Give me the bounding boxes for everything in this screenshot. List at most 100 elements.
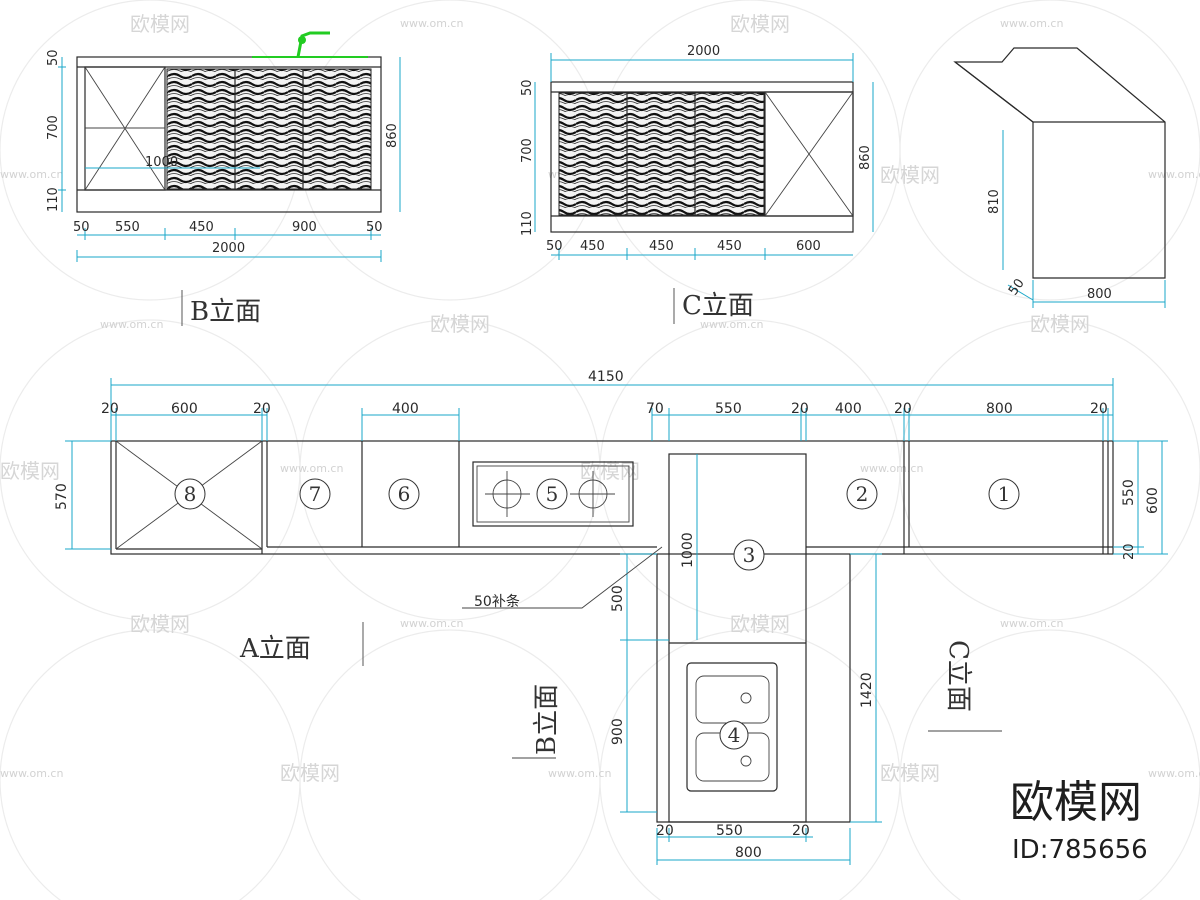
dim-label: 450 [649,239,674,254]
dim-label: 2000 [212,241,245,256]
elevation-b-open-cabinet [84,66,166,191]
watermark-url: www.om.cn [400,17,463,30]
top-run-outline [110,440,1114,555]
elevation-c-door-panels [558,92,765,216]
dim-label: 20 [791,401,809,417]
watermark-brand: 欧模网 [430,312,490,336]
brand-id: ID:785656 [1012,835,1148,865]
dim-label: 810 [987,189,1002,214]
dim-label: 50 [520,79,535,96]
dim-label: 860 [385,123,400,148]
dim-label: 70 [646,401,664,417]
cooktop [472,461,634,527]
dim-label: 800 [735,845,762,861]
watermark-brand: 欧模网 [880,761,940,785]
watermark-url: www.om.cn [548,767,611,780]
dim-label: 450 [717,239,742,254]
dim-label: 570 [54,483,70,510]
dim-label: 550 [115,220,140,235]
dim-label: 20 [1122,543,1137,560]
dim-label: 860 [858,145,873,170]
side-view: 810 800 50 [953,47,1166,308]
dim-label: 600 [796,239,821,254]
watermark-brand: 欧模网 [0,459,60,483]
dim-label: 50 [46,49,61,66]
watermark-brand: 欧模网 [130,12,190,36]
burner-icon [485,471,530,517]
dim-label: 2000 [687,44,720,59]
dim-label: 450 [189,220,214,235]
watermark-url: www.om.cn [0,168,63,181]
watermark-brand: 欧模网 [730,612,790,636]
dim-label: 110 [520,211,535,236]
watermark-url: www.om.cn [860,462,923,475]
cabinet-number-5: 5 [546,482,559,506]
dim-label: 20 [253,401,271,417]
floor-plan: 8 7 6 5 3 2 1 4 4150 20 600 20 400 70 55… [54,369,1168,865]
cabinet-number-6: 6 [398,482,411,506]
dim-label: 900 [292,220,317,235]
watermark-url: www.om.cn [280,462,343,475]
dim-label: 20 [101,401,119,417]
elevation-b-title: B立面 [190,297,261,327]
watermark-brand: 欧模网 [730,12,790,36]
elevation-c: 2000 50 700 110 860 50 450 450 450 600 C… [520,44,874,324]
leg-run [668,453,807,823]
watermark-url: www.om.cn [1000,617,1063,630]
faucet-icon [252,31,368,58]
dim-label: 50 [546,239,563,254]
dim-label: 20 [1090,401,1108,417]
watermark-url: www.om.cn [1148,767,1200,780]
side-view-outline [953,47,1166,279]
dim-label: 600 [1145,487,1161,514]
dim-label: 1000 [680,532,696,568]
watermark-brand: 欧模网 [580,459,640,483]
dim-label: 700 [46,115,61,140]
watermark-url: www.om.cn [1000,17,1063,30]
elevation-b-outline [76,56,382,213]
elevation-b: 50 700 110 860 50 550 450 900 50 2000 10… [46,31,401,327]
cabinet-number-4: 4 [728,723,741,747]
elevation-c-title: C立面 [682,291,754,321]
elevation-b-plan-title: B立面 [532,684,562,755]
dim-label: 400 [835,401,862,417]
dim-label: 400 [392,401,419,417]
dim-label: 4150 [588,369,624,385]
elevation-b-door-panels [166,68,372,190]
dim-label: 110 [46,187,61,212]
cabinet-number-3: 3 [743,543,756,567]
dim-label: 550 [715,401,742,417]
cabinet-number-1: 1 [998,482,1011,506]
brand-name: 欧模网 [1010,777,1142,828]
dim-label: 50 [73,220,90,235]
elevation-c-open-cabinet [764,91,854,217]
dim-label: 900 [610,718,626,745]
leg-outline [656,554,851,823]
cabinet-number-8: 8 [184,482,197,506]
watermark-url: www.om.cn [0,767,63,780]
watermark-brand: 欧模网 [280,761,340,785]
brand-logo: 欧模网 ID:785656 [1010,777,1148,865]
watermark-url: www.om.cn [1148,168,1200,181]
dim-label: 700 [520,138,535,163]
filler-note: 50补条 [474,593,520,610]
dim-label: 1000 [145,155,178,170]
dim-label: 500 [610,585,626,612]
watermark-url: www.om.cn [400,617,463,630]
watermark-brand: 欧模网 [130,612,190,636]
watermark-url: www.om.cn [700,318,763,331]
elevation-a-title: A立面 [239,634,311,664]
dim-label: 800 [986,401,1013,417]
dim-label: 450 [580,239,605,254]
filler-leader [462,546,663,609]
watermark-brand: 欧模网 [1030,312,1090,336]
dim-label: 50 [366,220,383,235]
elevation-c-plan-title: C立面 [943,640,973,712]
dim-label: 20 [894,401,912,417]
dim-label: 800 [1087,287,1112,302]
dim-label: 20 [656,823,674,839]
